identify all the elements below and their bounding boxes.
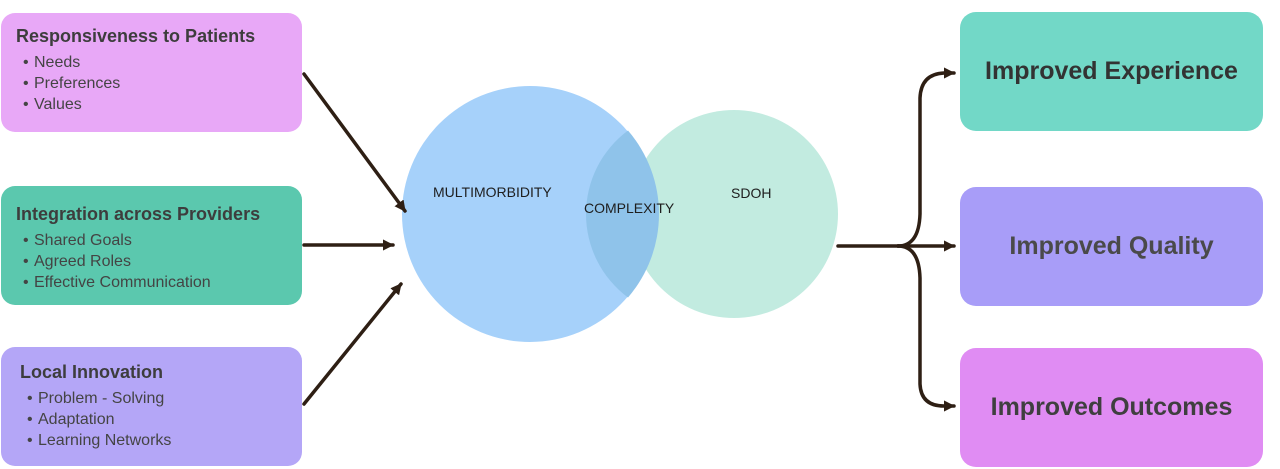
- arrow-experience: [896, 67, 956, 248]
- sdoh-circle: [630, 110, 838, 318]
- list-item: Needs: [16, 52, 288, 73]
- integration-box: Integration across Providers Shared Goal…: [1, 186, 302, 305]
- list-item: Values: [16, 94, 288, 115]
- sdoh-label: SDOH: [731, 185, 772, 201]
- list-item: Shared Goals: [16, 230, 288, 251]
- improved-quality-box: Improved Quality: [960, 187, 1263, 306]
- arrow-outcomes: [896, 244, 956, 412]
- responsiveness-title: Responsiveness to Patients: [16, 26, 256, 46]
- list-item: Problem - Solving: [20, 388, 288, 409]
- innovation-list: Problem - Solving Adaptation Learning Ne…: [20, 388, 288, 451]
- list-item: Effective Communication: [16, 272, 288, 293]
- list-item: Learning Networks: [20, 430, 288, 451]
- list-item: Adaptation: [20, 409, 288, 430]
- input-arrows: [302, 72, 407, 406]
- list-item: Agreed Roles: [16, 251, 288, 272]
- list-item: Preferences: [16, 73, 288, 94]
- arrow-innovation: [302, 282, 403, 406]
- multimorbidity-circle: [402, 86, 658, 342]
- improved-experience-box: Improved Experience: [960, 12, 1263, 131]
- responsiveness-list: Needs Preferences Values: [16, 52, 288, 115]
- innovation-box: Local Innovation Problem - Solving Adapt…: [1, 347, 302, 466]
- integration-list: Shared Goals Agreed Roles Effective Comm…: [16, 230, 288, 293]
- responsiveness-box: Responsiveness to Patients Needs Prefere…: [1, 13, 302, 132]
- arrow-responsiveness: [302, 72, 407, 213]
- output-arrows: [836, 67, 956, 412]
- venn-diagram: [402, 86, 838, 342]
- complexity-label: COMPLEXITY: [584, 200, 675, 216]
- improved-outcomes-box: Improved Outcomes: [960, 348, 1263, 467]
- multimorbidity-label: MULTIMORBIDITY: [433, 184, 552, 200]
- innovation-title: Local Innovation: [20, 362, 164, 382]
- complexity-overlap: [585, 130, 659, 298]
- integration-title: Integration across Providers: [16, 204, 261, 224]
